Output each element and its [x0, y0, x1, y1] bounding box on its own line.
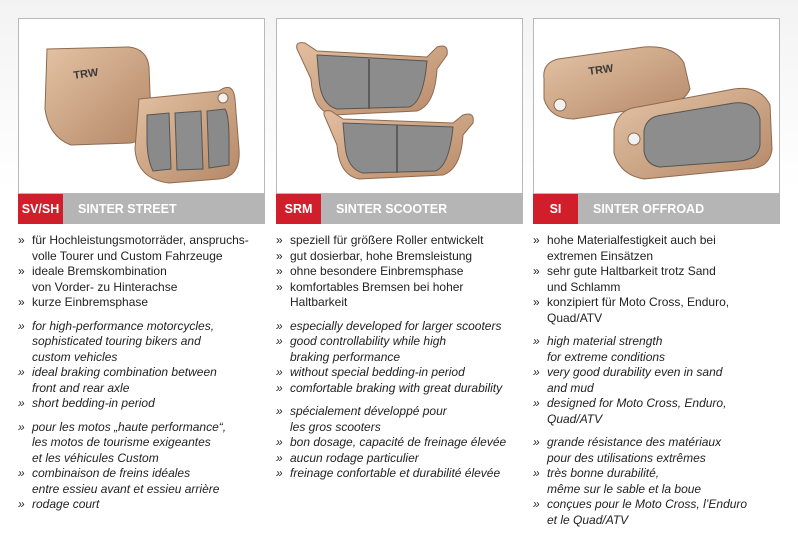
list-item: ideale Bremskombination von Vorder- zu H… [18, 264, 265, 295]
product-column-sinter-street: TRW SV/SH SINTER STREET für Hochleistung… [18, 18, 265, 513]
street-brake-pads-photo: TRW [18, 18, 265, 194]
list-item: combinaison de freins idéales entre essi… [18, 466, 265, 497]
list-item: pour les motos „haute performance“, les … [18, 420, 265, 467]
product-name: SINTER STREET [78, 202, 177, 216]
feature-list-french: pour les motos „haute performance“, les … [18, 420, 265, 513]
product-name: SINTER SCOOTER [336, 202, 448, 216]
trw-logo: TRW [73, 67, 100, 82]
trw-logo: TRW [588, 63, 615, 78]
feature-list-english: high material strength for extreme condi… [533, 334, 780, 427]
scooter-brake-pads-photo [276, 18, 523, 194]
offroad-brake-pads-photo: TRW [533, 18, 780, 194]
product-code: SV/SH [18, 194, 63, 224]
product-name: SINTER OFFROAD [593, 202, 705, 216]
list-item: designed for Moto Cross, Enduro, Quad/AT… [533, 396, 780, 427]
list-item: ohne besondere Einbremsphase [276, 264, 523, 280]
list-item: grande résistance des matériaux pour des… [533, 435, 780, 466]
list-item: aucun rodage particulier [276, 451, 523, 467]
list-item: konzipiert für Moto Cross, Enduro, Quad/… [533, 295, 780, 326]
product-code: SI [533, 194, 578, 224]
product-title-bar: SI SINTER OFFROAD [533, 194, 780, 224]
list-item: für Hochleistungsmotorräder, anspruchs- … [18, 233, 265, 264]
list-item: freinage confortable et durabilité élevé… [276, 466, 523, 482]
list-item: gut dosierbar, hohe Bremsleistung [276, 249, 523, 265]
product-title-bar: SV/SH SINTER STREET [18, 194, 265, 224]
product-code: SRM [276, 194, 321, 224]
list-item: high material strength for extreme condi… [533, 334, 780, 365]
product-title-bar: SRM SINTER SCOOTER [276, 194, 523, 224]
feature-list-french: spécialement développé pour les gros sco… [276, 404, 523, 482]
list-item: hohe Materialfestigkeit auch bei extreme… [533, 233, 780, 264]
product-column-sinter-scooter: SRM SINTER SCOOTER speziell für größere … [276, 18, 523, 482]
list-item: short bedding-in period [18, 396, 265, 412]
list-item: kurze Einbremsphase [18, 295, 265, 311]
product-column-sinter-offroad: TRW SI SINTER OFFROAD hohe Materialfesti… [533, 18, 780, 528]
feature-list-english: especially developed for larger scooters… [276, 319, 523, 397]
list-item: komfortables Bremsen bei hoher Haltbarke… [276, 280, 523, 311]
list-item: good controllability while high braking … [276, 334, 523, 365]
list-item: très bonne durabilité, même sur le sable… [533, 466, 780, 497]
list-item: ideal braking combination between front … [18, 365, 265, 396]
feature-list-english: for high-performance motorcycles, sophis… [18, 319, 265, 412]
list-item: spécialement développé pour les gros sco… [276, 404, 523, 435]
feature-list-german: speziell für größere Roller entwickelt g… [276, 233, 523, 311]
feature-list-french: grande résistance des matériaux pour des… [533, 435, 780, 528]
feature-list-german: für Hochleistungsmotorräder, anspruchs- … [18, 233, 265, 311]
list-item: especially developed for larger scooters [276, 319, 523, 335]
list-item: conçues pour le Moto Cross, l’Enduro et … [533, 497, 780, 528]
list-item: for high-performance motorcycles, sophis… [18, 319, 265, 366]
list-item: comfortable braking with great durabilit… [276, 381, 523, 397]
list-item: very good durability even in sand and mu… [533, 365, 780, 396]
list-item: rodage court [18, 497, 265, 513]
list-item: bon dosage, capacité de freinage élevée [276, 435, 523, 451]
feature-list-german: hohe Materialfestigkeit auch bei extreme… [533, 233, 780, 326]
list-item: without special bedding-in period [276, 365, 523, 381]
list-item: speziell für größere Roller entwickelt [276, 233, 523, 249]
list-item: sehr gute Haltbarkeit trotz Sand und Sch… [533, 264, 780, 295]
